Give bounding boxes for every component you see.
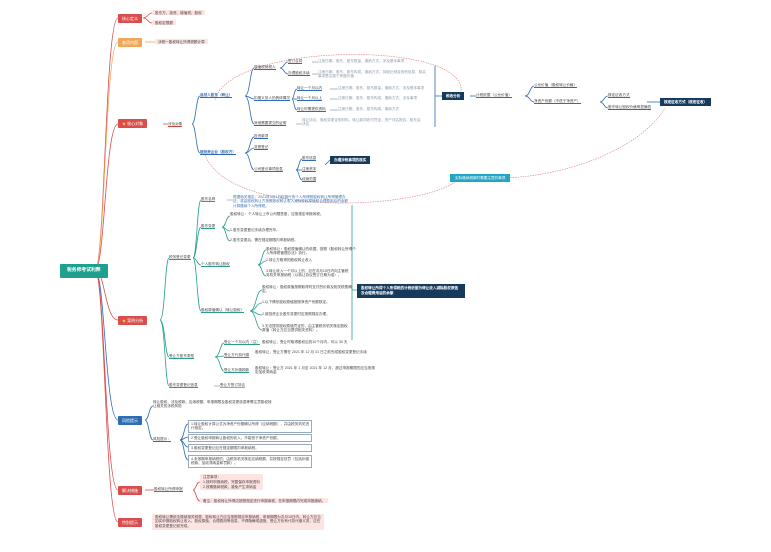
other-proof-detail: 转让协议、股权变更证明材料、转让款项收付凭证、资产评估报告、股东会决议 [302,118,421,127]
buyer-within-month-detail: 股权转让，受让时取得股权后的10个月内，可以 30 天 [262,340,348,344]
change-registration[interactable]: 变更登记 [254,145,269,151]
star-icon: ★ [122,318,128,323]
within-month[interactable]: 转让一个月以内 [297,86,323,92]
def-item: 股权定限额 [152,20,176,26]
components-item: 涉税一股权转让所得税额计算 [155,39,208,45]
contract-item[interactable]: 签订合同 [288,59,303,65]
individual-transfer[interactable]: 个人股东转让股权 [201,262,230,268]
shareholder-change-b: 1.股东变更登记手续办理完毕。 [230,228,280,232]
attention-tag[interactable]: 实际缴纳税款时需要注意的事项 [450,174,511,183]
case-node[interactable]: ★ 案例分析 [118,316,148,325]
buyer-backpay-detail: 股权转让：受让方 2021 年 1 月至 2021 年 12 月，超过申报期限的… [255,366,375,375]
shareholder-change[interactable]: 股东变更 [201,224,216,230]
seller-branch[interactable]: 自然人股东（转让） [200,93,233,99]
deemed-method[interactable]: 核定征收方式 [608,93,630,99]
registration-change-branch[interactable]: 税务登记变更 [169,255,191,261]
risk-subhead[interactable]: 风险提示： [153,437,171,443]
definition-node[interactable]: 核心定义 [118,14,142,23]
shareholder-change-c: 2.股东变更后，需在规定期限内申报纳税。 [230,238,298,242]
individual-transfer-b: 2.转让方取得的股权转让收入 [266,258,313,262]
shareholder-name-detail: 根据相关规定，2021年3月1日起施行的个人所得税股权转让所得管理办法，将由股权… [233,195,348,208]
fix-notes: 注意事项： 1.按时申报纳税，完整保存申报资料 2.按期缴纳税款，避免产生滞纳金 [200,474,263,491]
over-month-detail: 注册日期、股东、股东构成、缴纳方式、涉及事项 [338,96,418,100]
objects-label: 核心对象 [127,121,144,126]
original-value-b: 1.以下情形股权原值按照净资产份额核定。 [262,300,330,304]
risk-intro: 转让股权、涉及税款、应纳税额、申报期限及股权变更信息等需注意股权转让相关的涉税风… [153,400,272,409]
other-proof[interactable]: 其他需要提交的证明 [254,121,287,127]
fix-note-1: 1.按时申报纳税，完整保存申报资料 [203,479,260,484]
change-info[interactable]: 股东变更登记信息 [169,383,198,389]
individual-transfer-c: 3.转让收入一个月以上的，应在次月15日内向主管税务机关申报纳税（以转让协议签订… [266,269,349,278]
tax-basis[interactable]: 计税依据（公允价值） [476,93,512,99]
fix-remark: 备注：股权转让所得应按照规定进行申报纳税，在申报期限内完成申报缴纳。 [200,498,329,504]
vat-payer[interactable]: 增值税纳税人 [254,65,276,71]
case-label: 案例分析 [127,318,144,323]
objects-branch[interactable]: 涉及对象 [168,122,183,128]
business-scope[interactable]: 经营范围 [302,177,317,183]
verify-tag[interactable]: 办理涉税事项的核实 [330,156,371,165]
star-icon: ★ [122,121,128,126]
risk-item-1: 1.转让股权计算公式为净资产份额确认所得（应纳税额），并由税务机关进行核定。 [188,420,312,433]
withholding-item[interactable]: 扣缴义务人的具体情况 [254,96,290,102]
tax-analysis-hub[interactable]: 税收分析 [442,92,465,101]
shareholder-info[interactable]: 股东信息 [302,156,317,162]
shareholder-name[interactable]: 股东名称 [201,197,216,203]
original-value-c: 2.被投资企业股东变更时应按照规定办理。 [262,312,330,316]
buyer-type[interactable]: 受让方股东类型 [169,354,195,360]
fix-note-2: 2.按期缴纳税款，避免产生滞纳金 [203,484,257,489]
original-value[interactable]: 股权原值确认（转让股权） [201,308,245,314]
investment-item[interactable]: 投资款项 [254,134,269,140]
investee-branch[interactable]: 被投资企业（股权方） [200,150,236,156]
shareholder-name-text: 根据相关规定，2021年3月1日起施行的个人所得税股权转让所得管理办法，将由股权… [233,195,348,208]
net-asset-share[interactable]: 净资产份额（不低于净资产） [534,99,581,105]
share-transfer-detail: 注册日期、股东、股东构成、缴纳方式、持股比例及其他信息、核实事项是否属于房屋价值 [318,70,426,79]
taxable-basis-tag[interactable]: 股权转让所得个人所得税的计税依据为转让收入减除股权原值及合理费用后的余额 [357,284,465,298]
buyer-within-month[interactable]: 受让一个月以内（注） [224,340,260,346]
root-node[interactable]: 税务师考试利弊 [60,264,108,278]
risk-item-2: 2.受让股权申报转让股权的收入，不能低于净资产份额。 [188,434,312,443]
notice-text: 股权转让需依法缴纳相关税费，股权转让方应当按照规定申报纳税，申报期限为次月15日… [152,514,324,530]
over-month[interactable]: 转让一个月以上 [297,96,323,102]
fix-branch[interactable]: 股权转让所得申报 [154,487,183,493]
individual-transfer-a: 股权转让：股权原值确认的依据，按照《股权转让所得个人所得税管理办法》执行。 [266,247,356,256]
risk-item-4: 4.未按期申报纳税的，由税务机关核定应纳税额，并按规定处罚（包括补缴税款、加收滞… [188,455,312,468]
components-node[interactable]: 各项内容 [118,38,142,47]
buyer-withholding[interactable]: 受让方代扣代缴 [224,353,250,359]
risk-item-3: 3.股权变更登记应在规定期限内申报纳税。 [188,444,312,453]
buyer-agreement[interactable]: 受让方签订协议 [220,383,246,389]
buyer-backpay[interactable]: 受让方补缴税款 [224,368,250,374]
buyer-withholding-detail: 股权转让，受让方需在 2021 年 12 月 31 日之前完成股权变更登记手续 [255,350,367,354]
fix-note-head: 注意事项： [203,474,221,479]
low-price[interactable]: 股东转让股权价格明显偏低 [608,105,652,111]
fix-node[interactable]: 解决措施 [118,486,142,495]
risk-node[interactable]: 风险提示 [118,416,142,425]
share-transfer-item[interactable]: 办理股权手续 [288,71,310,77]
original-value-a: 股权转让：股权原值按照取得时支付的价款及相关税费确定。 [262,285,352,294]
registration-info[interactable]: 公司登记事项信息 [254,167,283,173]
deemed-levy-tag[interactable]: 核定征收方式（核定征收） [660,98,712,107]
notice-node[interactable]: 特别提示 [118,518,142,527]
objects-node[interactable]: ★ 核心对象 [118,119,148,128]
materials-detail: 注册日期、股东、股东构成、缴纳方式 [338,107,400,111]
within-month-detail: 注册日期、股东、股东数量、缴纳方式、涉及基本事项 [338,86,425,90]
contract-detail: 注册日期、股东、股东数量、缴纳方式、涉及基本事项 [318,59,405,63]
materials-item[interactable]: 转让时需提供资料 [297,107,326,113]
def-item: 股东方、投资、增值税、股权 [152,10,205,16]
fair-value[interactable]: 公允价值（股权转让价格） [534,83,578,89]
original-value-d: 3.无法提供股权原值凭证的，由主管税务机关核定股权原值（转让方应当提供相关资料）… [262,324,348,333]
registered-capital[interactable]: 注册资本 [302,167,317,173]
shareholder-change-a: 股权转让：个人转让上市公司限售股，应按规定申报纳税。 [230,212,324,216]
